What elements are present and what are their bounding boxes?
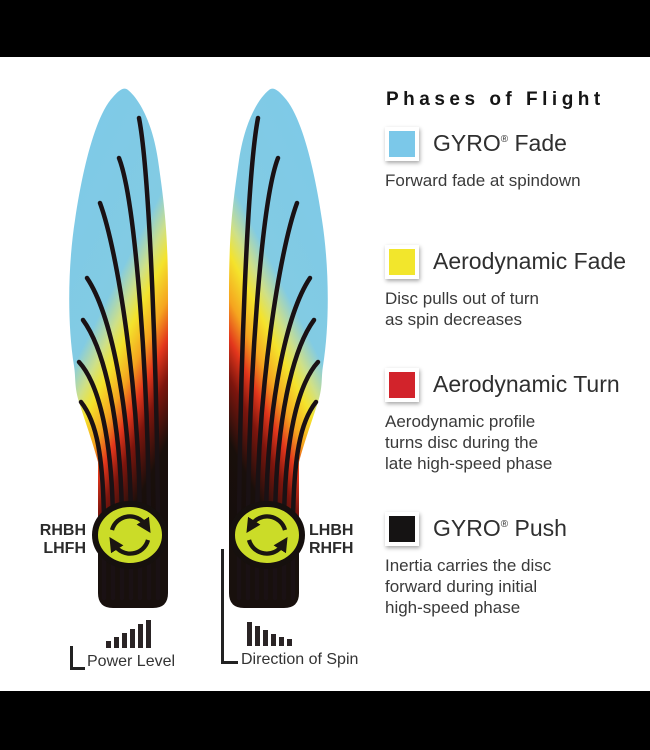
bar-segment [114, 637, 119, 648]
heading-main: GYRO [433, 130, 501, 156]
description-line: Forward fade at spindown [385, 171, 581, 190]
bar-segment [130, 629, 135, 648]
legend-title: Phases of Flight [386, 89, 605, 110]
legend-item-description: Aerodynamic profile turns disc during th… [385, 411, 552, 474]
legend-item-heading: GYRO® Fade [433, 130, 567, 157]
description-line: late high-speed phase [385, 454, 553, 473]
legend-item-aerodynamic-fade: Aerodynamic Fade Disc pulls out of turn … [385, 245, 635, 355]
bar-segment [146, 620, 151, 648]
legend-item-gyro-fade: GYRO® Fade Forward fade at spindown [385, 127, 635, 237]
heading-main: Aerodynamic Fade [433, 248, 627, 274]
legend-item-description: Forward fade at spindown [385, 170, 581, 191]
heading-main: GYRO [433, 515, 501, 541]
power-level-bars-icon [106, 620, 151, 648]
bar-segment [247, 622, 252, 646]
description-line: as spin decreases [385, 310, 523, 329]
bar-segment [255, 626, 260, 646]
legend-item-description: Inertia carries the disc forward during … [385, 555, 551, 618]
legend-item-description: Disc pulls out of turn as spin decreases [385, 288, 539, 330]
legend-item-heading: Aerodynamic Turn [433, 371, 620, 398]
lhbh-label-line: LHBH [309, 522, 354, 539]
registered-mark: ® [500, 134, 509, 145]
spin-rotation-arrows-icon [109, 514, 151, 556]
right-throw-label: LHBH RHFH [309, 522, 369, 558]
left-throw-label: RHBH LHFH [30, 522, 86, 558]
rhbh-label-line: RHBH [39, 522, 86, 539]
gyro-push-swatch [385, 512, 419, 546]
power-level-bracket [70, 646, 85, 670]
direction-of-spin-bracket [221, 549, 238, 664]
bar-segment [279, 637, 284, 646]
rhfh-label-line: RHFH [309, 540, 354, 557]
direction-of-spin-bars-icon [247, 622, 292, 646]
aerodynamic-fade-swatch [385, 245, 419, 279]
heading-rest: Push [508, 515, 567, 541]
bar-segment [138, 624, 143, 648]
gyro-fade-swatch [385, 127, 419, 161]
top-letterbox-bar [0, 0, 650, 57]
power-level-label: Power Level [87, 653, 176, 670]
description-line: turns disc during the [385, 433, 539, 452]
description-line: Disc pulls out of turn [385, 289, 540, 308]
bar-segment [287, 639, 292, 646]
registered-mark: ® [500, 519, 509, 530]
description-line: Aerodynamic profile [385, 412, 536, 431]
spin-direction-circle [92, 501, 168, 569]
left-flight-path-wing [69, 88, 168, 608]
description-line: high-speed phase [385, 598, 521, 617]
bar-segment [122, 633, 127, 648]
description-line: Inertia carries the disc [385, 556, 552, 575]
description-line: forward during initial [385, 577, 538, 596]
legend-item-heading: GYRO® Push [433, 515, 567, 542]
flight-phase-blade [69, 88, 168, 530]
direction-of-spin-label: Direction of Spin [241, 651, 359, 668]
bar-segment [106, 641, 111, 648]
aerodynamic-turn-swatch [385, 368, 419, 402]
bar-segment [271, 634, 276, 646]
heading-main: Aerodynamic Turn [433, 371, 620, 397]
legend-item-heading: Aerodynamic Fade [433, 248, 626, 275]
bar-segment [263, 630, 268, 646]
legend-item-aerodynamic-turn: Aerodynamic Turn Aerodynamic profile tur… [385, 368, 635, 478]
lhfh-label-line: LHFH [43, 540, 86, 557]
legend-item-gyro-push: GYRO® Push Inertia carries the disc forw… [385, 512, 635, 622]
flight-path-illustration [69, 80, 400, 655]
bottom-letterbox-bar [0, 691, 650, 750]
heading-rest: Fade [508, 130, 567, 156]
